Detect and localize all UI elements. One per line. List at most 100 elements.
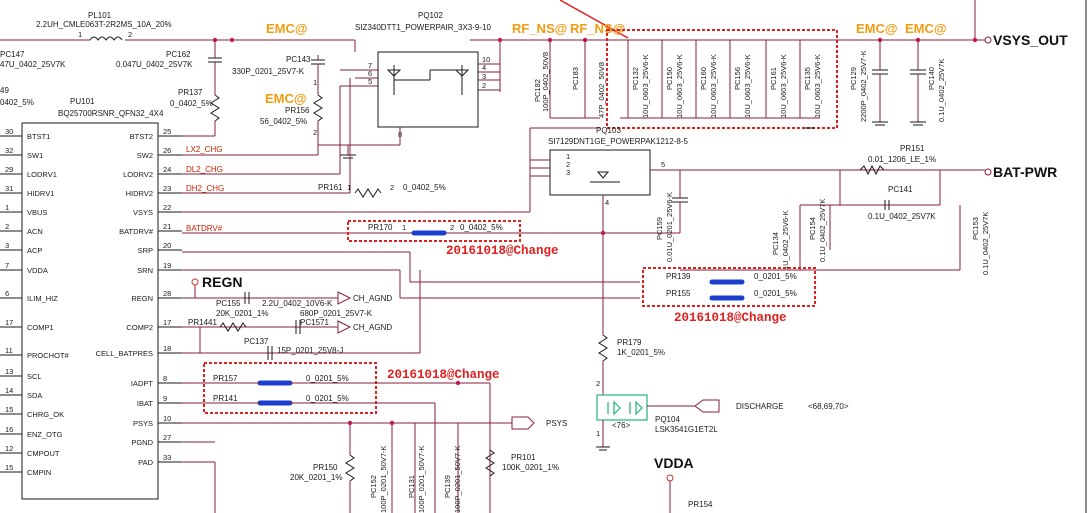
- svg-text:2: 2: [390, 183, 394, 192]
- ic-pin-name: IADPT: [131, 379, 154, 388]
- vdda-bottom: VDDA PR154: [654, 455, 713, 513]
- svg-text:3: 3: [566, 168, 570, 177]
- pc153-ref: PC153: [971, 217, 980, 240]
- pc162-ref: PC162: [166, 50, 191, 59]
- ic-pin-name: SRP: [138, 246, 153, 255]
- psys-label: PSYS: [546, 419, 567, 428]
- regn-label: REGN: [202, 274, 242, 290]
- pr179-value: 1K_0201_5%: [617, 348, 665, 357]
- pr154-ref: PR154: [688, 500, 713, 509]
- ch-agnd-label-1: CH_AGND: [353, 294, 392, 303]
- pc182-ref: PC182: [533, 79, 542, 102]
- ic-pin-number: 19: [163, 261, 171, 270]
- ic-pin-name: PAD: [138, 458, 153, 467]
- pc182-pc183-caps: PC182 100P_0402_50V8 PC183 47P_0402_50V8: [533, 40, 606, 119]
- ic-pin-name: LODRV2: [123, 170, 153, 179]
- lx2-chg-label: LX2_CHG: [186, 145, 222, 154]
- pc183-value: 47P_0402_50V8: [597, 62, 606, 118]
- ic-pin-name: CELL_BATPRES: [96, 349, 153, 358]
- ic-pin-number: 23: [163, 184, 171, 193]
- pl101-inductor: PL101 2.2UH_CMLE063T-2R2MS_10A_20% 1 2: [36, 11, 172, 41]
- pc162-value: 0.047U_0402_25V7K: [116, 60, 193, 69]
- pq102-ref: PQ102: [418, 11, 443, 20]
- pc131-ref: PC131: [407, 475, 416, 498]
- ic-pin-number: 22: [163, 203, 171, 212]
- svg-text:3: 3: [482, 72, 486, 81]
- ic-pin-name: CHRG_OK: [27, 410, 64, 419]
- pr161-ref: PR161: [318, 183, 343, 192]
- emc-tag-3: EMC@: [856, 21, 898, 36]
- ref76-label: <76>: [612, 421, 631, 430]
- emc-tag-4: EMC@: [905, 21, 947, 36]
- ic-pin-name: BTST2: [130, 132, 153, 141]
- bat-pwr-sense: PR151 0.01_1206_LE_1% PC141 0.1U_0402_25…: [680, 144, 992, 275]
- discharge-label: DISCHARGE: [736, 402, 784, 411]
- ic-pin-number: 18: [163, 344, 171, 353]
- ic-pin-number: 15: [5, 405, 13, 414]
- ic-pin-number: 29: [5, 165, 13, 174]
- ic-pin-name: PROCHOT#: [27, 351, 70, 360]
- svg-text:1: 1: [78, 30, 82, 39]
- pc134-ref: PC134: [771, 232, 780, 255]
- pr1441-ref: PR1441: [188, 318, 217, 327]
- ic-pin-name: SRN: [137, 266, 153, 275]
- ic-pin-name: ACP: [27, 246, 42, 255]
- pr157-ref: PR157: [213, 374, 238, 383]
- pr151-ref: PR151: [900, 144, 925, 153]
- regn-section: [182, 270, 421, 360]
- pr139-pr155-change-box: [642, 267, 816, 307]
- pc129-pc140-caps: PC129 2200P_0402_25V7-K PC140 0.1U_0402_…: [849, 40, 946, 126]
- pu101-ref: PU101: [70, 97, 95, 106]
- pr141-ref: PR141: [213, 394, 238, 403]
- ic-pin-name: PGND: [131, 438, 153, 447]
- right-pin-wires: [182, 78, 680, 299]
- ic-pin-name: SW1: [27, 151, 43, 160]
- cap-bank-ref-4: PC161: [769, 67, 778, 90]
- ic-pin-name: PSYS: [133, 419, 153, 428]
- pc140-ref: PC140: [927, 67, 936, 90]
- pr161-value: 0_0402_5%: [403, 183, 446, 192]
- svg-text:1: 1: [596, 429, 600, 438]
- pr149-ref: 49: [0, 86, 9, 95]
- ic-pin-name: SCL: [27, 372, 42, 381]
- pu101-left-pins: 30BTST132SW129LODRV131HIDRV11VBUS2ACN3AC…: [0, 127, 70, 477]
- ic-pin-name: VDDA: [27, 266, 48, 275]
- svg-text:5: 5: [368, 77, 372, 86]
- pc159-value: 0.01U_0201_25V6-K: [665, 192, 674, 262]
- pl101-value: 2.2UH_CMLE063T-2R2MS_10A_20%: [36, 20, 172, 29]
- cap-bank: PC132 PC150 PC160 PC156 PC161 PC135 10U_…: [620, 40, 822, 129]
- pc137-value: 15P_0201_25V8-J: [277, 346, 343, 355]
- pu101-part: BQ25700RSNR_QFN32_4X4: [58, 109, 164, 118]
- pc154-value: 0.1U_0402_25V7K: [818, 199, 827, 262]
- pc162-capacitor: PC162 0.047U_0402_25V7K: [116, 40, 222, 80]
- ch-agnd-label-2: CH_AGND: [353, 323, 392, 332]
- pr149-value: 0402_5%: [0, 98, 34, 107]
- ic-pin-name: BTST1: [27, 132, 50, 141]
- cap-bank-ref-1: PC150: [665, 67, 674, 90]
- cap-bank-ref-3: PC156: [733, 67, 742, 90]
- pc153-value: 0.1U_0402_25V7K: [981, 212, 990, 275]
- pu101-right-pins: 25BTST226SW224LODRV223HIDRV222VSYS21BATD…: [96, 127, 182, 467]
- pc159-capacitor: PC159 0.01U_0201_25V6-K: [655, 170, 688, 262]
- pr150-value: 20K_0201_1%: [290, 473, 343, 482]
- change-tag-1: 20161018@Change: [446, 244, 559, 258]
- ic-pin-number: 12: [5, 444, 13, 453]
- ic-pin-number: 26: [163, 146, 171, 155]
- pc139-ref: PC139: [443, 475, 452, 498]
- discharge-path: PR179 1K_0201_5% <76> PQ104 LSK3541G1ET2…: [596, 230, 720, 451]
- cap-bank-change-box: [606, 29, 838, 129]
- ic-pin-name: SW2: [137, 151, 153, 160]
- pc154-ref: PC154: [808, 217, 817, 240]
- ic-pin-number: 7: [5, 261, 9, 270]
